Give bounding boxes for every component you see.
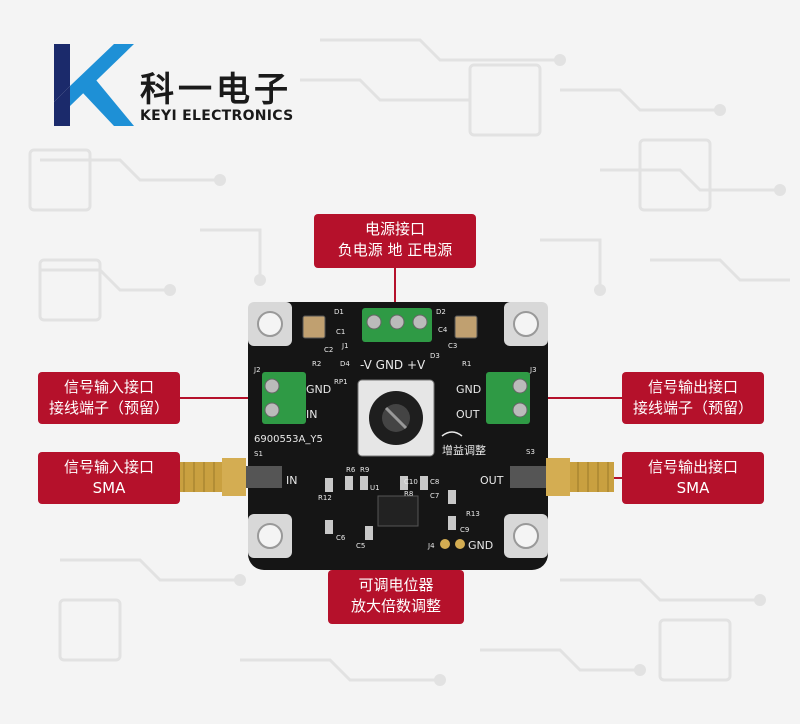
silk-r1: R1	[462, 360, 471, 368]
silk-u1: U1	[370, 484, 380, 492]
callout-power: 电源接口 负电源 地 正电源	[314, 214, 476, 268]
sma-out-label: OUT	[480, 474, 504, 487]
callout-power-desc: 负电源 地 正电源	[337, 241, 453, 259]
silk-c8: C8	[430, 478, 439, 486]
silk-rp1: RP1	[334, 378, 348, 386]
silk-c1: C1	[336, 328, 345, 336]
silk-s1: S1	[254, 450, 263, 458]
silk-r13: R13	[466, 510, 480, 518]
callout-input-terminal: 信号输入接口 接线端子（预留）	[38, 372, 180, 424]
callout-output-terminal-desc: 接线端子（预留）	[632, 399, 753, 417]
silk-c7: C7	[430, 492, 439, 500]
silk-j2: J2	[253, 366, 261, 374]
input-in-label: IN	[306, 408, 317, 421]
silk-d1: D1	[334, 308, 344, 316]
silk-c2: C2	[324, 346, 333, 354]
silk-r2: R2	[312, 360, 321, 368]
silk-d4: D4	[340, 360, 350, 368]
output-gnd-label: GND	[456, 383, 481, 396]
silk-c10: C10	[404, 478, 418, 486]
silk-r8: R8	[404, 490, 413, 498]
callout-output-terminal: 信号输出接口 接线端子（预留）	[622, 372, 764, 424]
sma-input-connector	[178, 458, 282, 496]
callout-input-terminal-title: 信号输入接口	[63, 378, 154, 396]
callout-potentiometer: 可调电位器 放大倍数调整	[328, 570, 464, 624]
brand-name-cn: 科一电子	[140, 70, 292, 110]
potentiometer	[357, 379, 435, 457]
silk-s3: S3	[526, 448, 535, 456]
gain-adjust-label: 增益调整	[442, 443, 486, 457]
callout-power-title: 电源接口	[364, 220, 425, 238]
silk-j1: J1	[341, 342, 349, 350]
callout-output-sma: 信号输出接口 SMA	[622, 452, 764, 504]
silk-r6: R6	[346, 466, 356, 474]
callout-output-sma-title: 信号输出接口	[647, 458, 738, 476]
power-pins-label: -V GND +V	[360, 358, 426, 372]
silk-j4: J4	[427, 542, 435, 550]
power-terminal	[362, 308, 432, 342]
output-terminal	[486, 372, 530, 424]
silk-d2: D2	[436, 308, 446, 316]
input-gnd-label: GND	[306, 383, 331, 396]
silk-j3: J3	[529, 366, 537, 374]
sma-in-label: IN	[286, 474, 297, 487]
brand-name-en: KEYI ELECTRONICS	[140, 108, 294, 124]
callout-input-sma-title: 信号输入接口	[63, 458, 154, 476]
silk-r9: R9	[360, 466, 369, 474]
callout-potentiometer-desc: 放大倍数调整	[350, 597, 441, 615]
board-model-label: 6900553A_Y5	[254, 434, 323, 445]
silk-c3: C3	[448, 342, 457, 350]
silk-r12: R12	[318, 494, 332, 502]
keyi-logo	[54, 44, 134, 126]
input-terminal	[262, 372, 306, 424]
callout-output-sma-desc: SMA	[676, 479, 710, 497]
callout-output-terminal-title: 信号输出接口	[647, 378, 738, 396]
silk-c5: C5	[356, 542, 365, 550]
j4-gnd-label: GND	[468, 539, 493, 552]
silk-c4: C4	[438, 326, 448, 334]
output-out-label: OUT	[456, 408, 480, 421]
callout-input-terminal-desc: 接线端子（预留）	[48, 399, 169, 417]
silk-c9: C9	[460, 526, 469, 534]
callout-input-sma-desc: SMA	[92, 479, 126, 497]
callout-input-sma: 信号输入接口 SMA	[38, 452, 180, 504]
mounting-holes	[248, 302, 548, 558]
silk-d3: D3	[430, 352, 440, 360]
silk-c6: C6	[336, 534, 346, 542]
callout-potentiometer-title: 可调电位器	[358, 576, 434, 594]
sma-output-connector	[510, 458, 614, 496]
